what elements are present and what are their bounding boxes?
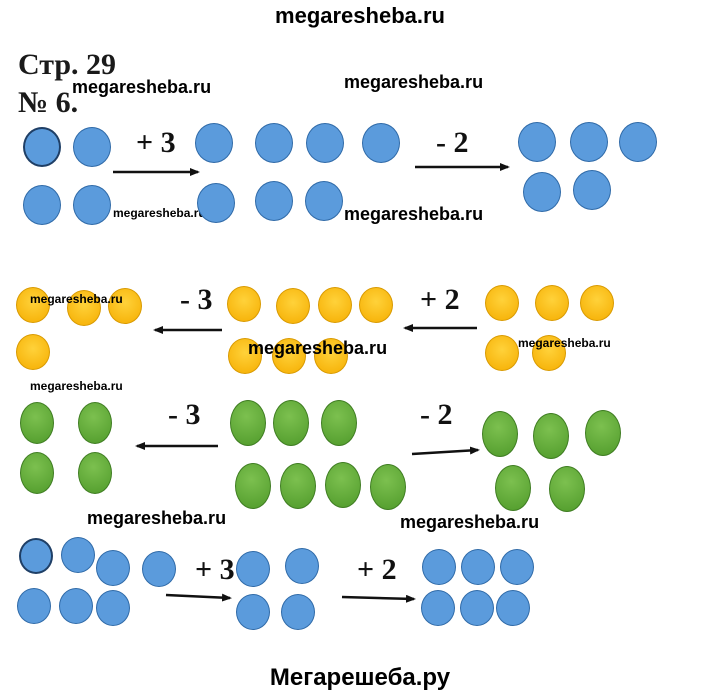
green-oval [495, 465, 531, 511]
blue-circle [496, 590, 530, 626]
task-number: № 6. [18, 86, 79, 119]
watermark: megaresheba.ru [248, 338, 388, 358]
arrow-right-icon [411, 446, 480, 456]
yellow-circle [228, 338, 262, 374]
yellow-circle [16, 287, 50, 323]
blue-circle [362, 123, 400, 163]
operation-label: - 3 [180, 283, 213, 316]
blue-circle [255, 181, 293, 221]
watermark: megaresheba.ru [87, 508, 227, 528]
green-oval [273, 400, 309, 446]
green-oval [370, 464, 406, 510]
yellow-circle [108, 288, 142, 324]
blue-circle [236, 551, 270, 587]
blue-circle [523, 172, 561, 212]
watermark: megaresheba.ru [30, 292, 123, 306]
yellow-circle [67, 290, 101, 326]
green-oval [20, 402, 54, 444]
green-oval [230, 400, 266, 446]
blue-circle [460, 590, 494, 626]
green-oval [235, 463, 271, 509]
watermark: megaresheba.ru [113, 206, 206, 220]
blue-circle [19, 538, 53, 574]
blue-circle [421, 590, 455, 626]
yellow-circle [532, 335, 566, 371]
operation-label: + 2 [357, 553, 397, 586]
watermark-top: megaresheba.ru [275, 3, 445, 28]
yellow-circle [485, 285, 519, 321]
watermark-footer: Мегарешеба.ру [269, 664, 451, 691]
operation-label: - 2 [436, 126, 469, 159]
watermark: megaresheba.ru [344, 204, 484, 224]
watermark: megaresheba.ru [72, 77, 212, 97]
blue-circle [518, 122, 556, 162]
watermark: megaresheba.ru [400, 512, 540, 532]
yellow-circle [535, 285, 569, 321]
blue-circle [23, 127, 61, 167]
watermark: megaresheba.ru [518, 336, 611, 350]
yellow-circle [276, 288, 310, 324]
green-oval [325, 462, 361, 508]
green-oval [280, 463, 316, 509]
blue-circle [461, 549, 495, 585]
blue-circle [96, 550, 130, 586]
green-oval [533, 413, 569, 459]
blue-circle [73, 185, 111, 225]
blue-circle [23, 185, 61, 225]
green-oval [78, 452, 112, 494]
yellow-circle [314, 338, 348, 374]
arrow-right-icon [341, 594, 416, 603]
blue-circle [96, 590, 130, 626]
blue-circle [73, 127, 111, 167]
blue-circle [195, 123, 233, 163]
operation-label: - 2 [420, 398, 453, 431]
blue-circle [236, 594, 270, 630]
blue-circle [142, 551, 176, 587]
blue-circle [285, 548, 319, 584]
page-number: Стр. 29 [18, 48, 117, 81]
yellow-circle [485, 335, 519, 371]
green-oval [20, 452, 54, 494]
blue-circle [281, 594, 315, 630]
watermark: megaresheba.ru [344, 72, 484, 92]
blue-circle [255, 123, 293, 163]
yellow-circle [318, 287, 352, 323]
blue-circle [570, 122, 608, 162]
green-oval [549, 466, 585, 512]
blue-circle [619, 122, 657, 162]
operation-label: + 3 [136, 126, 176, 159]
blue-circle [61, 537, 95, 573]
blue-circle [59, 588, 93, 624]
green-oval [482, 411, 518, 457]
blue-circle [500, 549, 534, 585]
green-oval [585, 410, 621, 456]
yellow-circle [272, 338, 306, 374]
yellow-circle [16, 334, 50, 370]
blue-circle [573, 170, 611, 210]
blue-circle [197, 183, 235, 223]
blue-circle [306, 123, 344, 163]
blue-circle [422, 549, 456, 585]
operation-label: + 3 [195, 553, 235, 586]
blue-circle [305, 181, 343, 221]
yellow-circle [580, 285, 614, 321]
operation-label: - 3 [168, 398, 201, 431]
yellow-circle [227, 286, 261, 322]
green-oval [78, 402, 112, 444]
operation-label: + 2 [420, 283, 460, 316]
blue-circle [17, 588, 51, 624]
yellow-circle [359, 287, 393, 323]
watermark: megaresheba.ru [30, 379, 123, 393]
arrow-right-icon [165, 593, 232, 602]
green-oval [321, 400, 357, 446]
